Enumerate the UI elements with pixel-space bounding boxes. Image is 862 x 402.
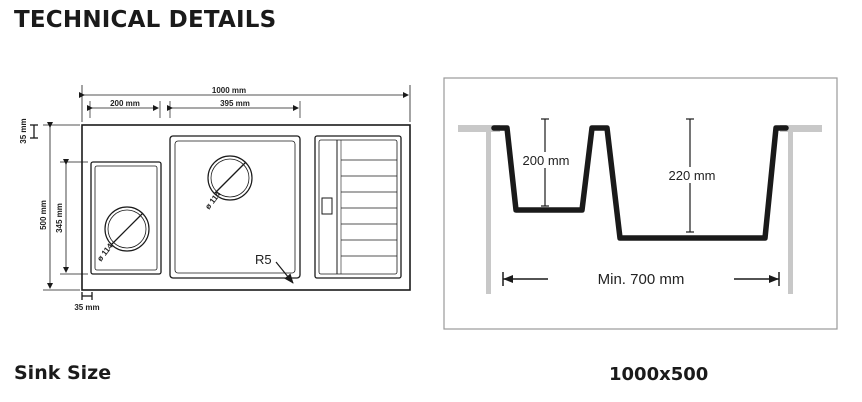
cross-section-drawing: [443, 77, 838, 330]
page-title: TECHNICAL DETAILS: [14, 7, 277, 33]
overall-depth-label: 500 mm: [39, 200, 48, 230]
large-bowl-width-label: 395 mm: [220, 99, 250, 108]
rim-depth-label: 35 mm: [19, 118, 28, 143]
sink-size-value: 1000x500: [609, 364, 709, 385]
small-bowl-height-label: 200 mm: [523, 153, 570, 168]
sink-size-label: Sink Size: [14, 362, 112, 384]
large-bowl-height-label: 220 mm: [669, 168, 716, 183]
small-bowl-width-label: 200 mm: [110, 99, 140, 108]
overall-width-label: 1000 mm: [212, 86, 246, 95]
drain-large-label: ø 114: [203, 189, 223, 211]
bottom-rim-label: 35 mm: [74, 303, 99, 312]
top-view-drawing: [30, 85, 411, 300]
corner-radius-label: R5: [255, 252, 272, 267]
bowl-depth-label: 345 mm: [55, 203, 64, 233]
min-width-label: Min. 700 mm: [598, 271, 685, 288]
